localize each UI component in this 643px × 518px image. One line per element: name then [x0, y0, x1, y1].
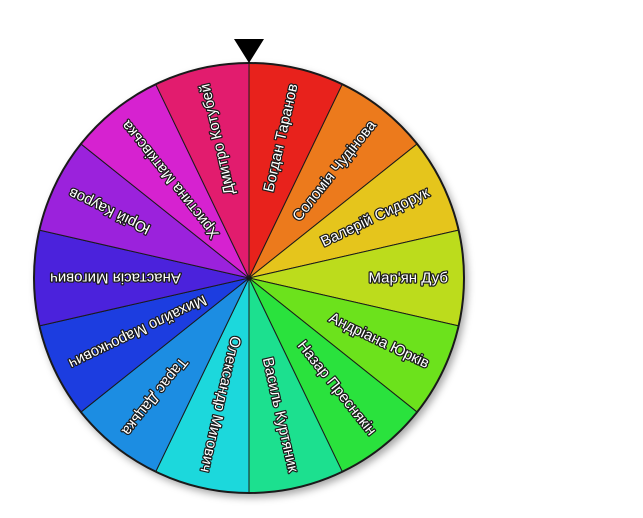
triangle-down-pointer-icon [234, 39, 264, 63]
wheel-segment-label: Анастасія Мигович [50, 270, 181, 287]
wheel-segment-label: Мар'ян Дуб [368, 270, 448, 287]
